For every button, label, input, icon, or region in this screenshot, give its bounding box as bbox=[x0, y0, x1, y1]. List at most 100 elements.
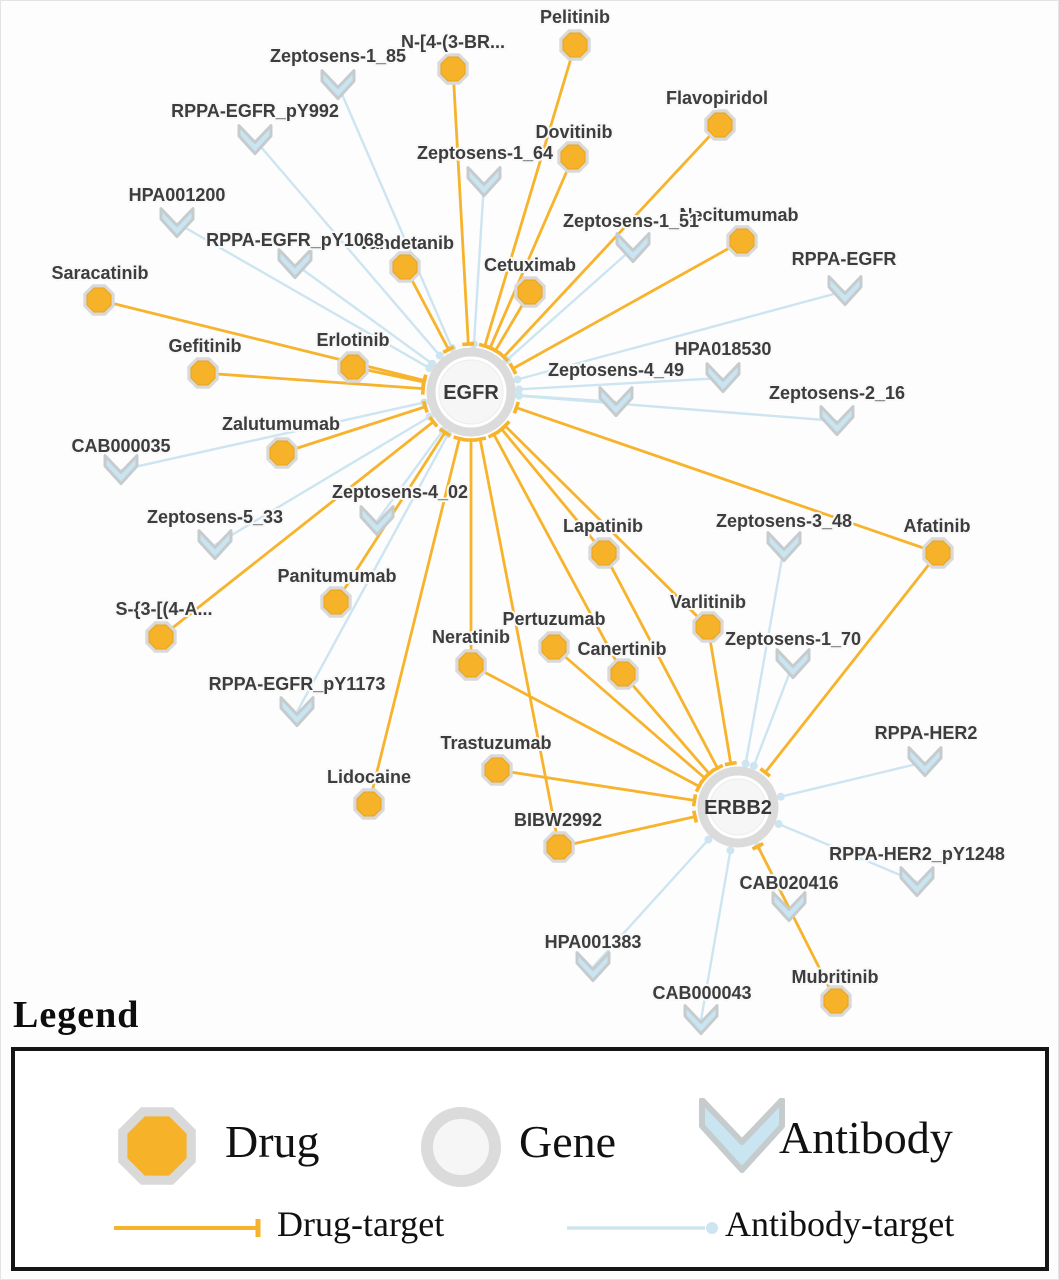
antibody-node[interactable] bbox=[827, 275, 863, 307]
drug-target-tee-marker bbox=[462, 341, 475, 347]
drug-target-edge[interactable] bbox=[160, 415, 439, 639]
antibody-label: Zeptosens-1_51 bbox=[563, 211, 699, 231]
antibody-target-edge[interactable] bbox=[294, 263, 437, 368]
antibody-node[interactable] bbox=[237, 124, 273, 156]
antibody-target-edge[interactable] bbox=[774, 820, 918, 884]
drug-target-edge[interactable] bbox=[451, 68, 475, 347]
drug-node[interactable] bbox=[543, 831, 575, 863]
antibody-node[interactable] bbox=[359, 505, 395, 537]
antibody-target-edge[interactable] bbox=[513, 289, 846, 384]
antibody-target-edge[interactable] bbox=[699, 846, 735, 1021]
drug-target-edge[interactable] bbox=[602, 552, 724, 773]
antibody-target-edge[interactable] bbox=[741, 546, 786, 768]
drug-target-edge[interactable] bbox=[487, 429, 625, 675]
drug-target-edge[interactable] bbox=[281, 400, 429, 455]
gene-label: ERBB2 bbox=[704, 797, 772, 819]
drug-node[interactable] bbox=[481, 754, 513, 786]
antibody-label: CAB020416 bbox=[739, 873, 838, 893]
drug-target-edge[interactable] bbox=[367, 435, 466, 805]
drug-node[interactable] bbox=[145, 621, 177, 653]
antibody-node[interactable] bbox=[466, 166, 502, 198]
antibody-node[interactable] bbox=[683, 1004, 719, 1036]
drug-node[interactable] bbox=[820, 985, 852, 1017]
antibody-node[interactable] bbox=[705, 362, 741, 394]
antibody-chevron-icon bbox=[771, 891, 807, 923]
antibody-target-edge[interactable] bbox=[514, 391, 838, 423]
drug-node[interactable] bbox=[514, 276, 546, 308]
antibody-target-edge[interactable] bbox=[336, 84, 456, 352]
antibody-node[interactable] bbox=[277, 248, 313, 280]
antibody-node[interactable] bbox=[766, 531, 802, 563]
antibody-label: RPPA-HER2 bbox=[875, 723, 978, 743]
antibody-target-edge[interactable] bbox=[514, 376, 724, 394]
antibody-target-edge[interactable] bbox=[592, 835, 713, 968]
drug-target-edge[interactable] bbox=[470, 663, 704, 793]
antibody-node[interactable] bbox=[775, 648, 811, 680]
antibody-node[interactable] bbox=[197, 529, 233, 561]
antibody-target-edge[interactable] bbox=[749, 663, 795, 770]
antibody-target-edge[interactable] bbox=[776, 760, 926, 801]
drug-node[interactable] bbox=[455, 649, 487, 681]
antibody-node[interactable] bbox=[771, 891, 807, 923]
drug-node[interactable] bbox=[704, 109, 736, 141]
drug-node[interactable] bbox=[83, 284, 115, 316]
drug-node[interactable] bbox=[389, 251, 421, 283]
antibody-node[interactable] bbox=[279, 696, 315, 728]
drug-target-edge[interactable] bbox=[496, 768, 698, 807]
antibody-target-dot-marker bbox=[435, 351, 444, 360]
drug-target-edge[interactable] bbox=[498, 124, 722, 363]
drug-node[interactable] bbox=[337, 351, 369, 383]
gene-node[interactable] bbox=[697, 766, 779, 848]
gene-node[interactable] bbox=[426, 347, 516, 437]
drug-target-edge[interactable] bbox=[558, 810, 699, 849]
drug-target-edge[interactable] bbox=[473, 436, 561, 848]
drug-node[interactable] bbox=[187, 357, 219, 389]
antibody-chevron-icon bbox=[766, 531, 802, 563]
drug-octagon-inner bbox=[560, 144, 586, 170]
drug-node[interactable] bbox=[557, 141, 589, 173]
antibody-chevron-icon bbox=[277, 248, 313, 280]
drug-node[interactable] bbox=[692, 611, 724, 643]
drug-target-edge[interactable] bbox=[759, 552, 940, 778]
drug-node[interactable] bbox=[607, 658, 639, 690]
gene-circle-inner bbox=[709, 778, 767, 836]
antibody-target-edge[interactable] bbox=[254, 139, 444, 360]
drug-target-edge[interactable] bbox=[512, 401, 939, 555]
drug-node[interactable] bbox=[559, 29, 591, 61]
drug-node[interactable] bbox=[266, 437, 298, 469]
drug-target-edge[interactable] bbox=[751, 841, 838, 1002]
drug-target-edge[interactable] bbox=[508, 239, 743, 375]
drug-node[interactable] bbox=[726, 225, 758, 257]
drug-node[interactable] bbox=[353, 788, 385, 820]
antibody-target-dot-marker bbox=[749, 761, 758, 770]
antibody-chevron-icon bbox=[819, 405, 855, 437]
antibody-node[interactable] bbox=[907, 746, 943, 778]
antibody-node[interactable] bbox=[320, 69, 356, 101]
drug-target-tee-marker bbox=[487, 429, 500, 439]
drug-node[interactable] bbox=[588, 537, 620, 569]
drug-node[interactable] bbox=[437, 53, 469, 85]
drug-node[interactable] bbox=[922, 537, 954, 569]
antibody-chevron-icon bbox=[899, 866, 935, 898]
drug-target-edge[interactable] bbox=[706, 626, 737, 767]
drug-node[interactable] bbox=[538, 631, 570, 663]
antibody-node[interactable] bbox=[575, 951, 611, 983]
drug-label: Panitumumab bbox=[277, 566, 396, 586]
antibody-node[interactable] bbox=[615, 232, 651, 264]
antibody-node[interactable] bbox=[899, 866, 935, 898]
antibody-node[interactable] bbox=[819, 405, 855, 437]
legend-drug-label: Drug bbox=[225, 1116, 320, 1167]
antibody-node[interactable] bbox=[598, 386, 634, 418]
antibody-target-dot-marker bbox=[514, 391, 523, 400]
antibody-label: RPPA-EGFR bbox=[792, 249, 897, 269]
drug-label: Zalutumumab bbox=[222, 414, 340, 434]
antibody-node[interactable] bbox=[103, 454, 139, 486]
antibody-target-edge[interactable] bbox=[469, 181, 486, 349]
drug-target-edge[interactable] bbox=[621, 673, 715, 780]
drug-target-edge[interactable] bbox=[499, 420, 709, 628]
antibody-target-dot-marker bbox=[704, 835, 713, 844]
antibody-node[interactable] bbox=[159, 207, 195, 239]
antibody-label: CAB000043 bbox=[652, 983, 751, 1003]
drug-target-edge[interactable] bbox=[483, 156, 575, 353]
drug-node[interactable] bbox=[320, 586, 352, 618]
